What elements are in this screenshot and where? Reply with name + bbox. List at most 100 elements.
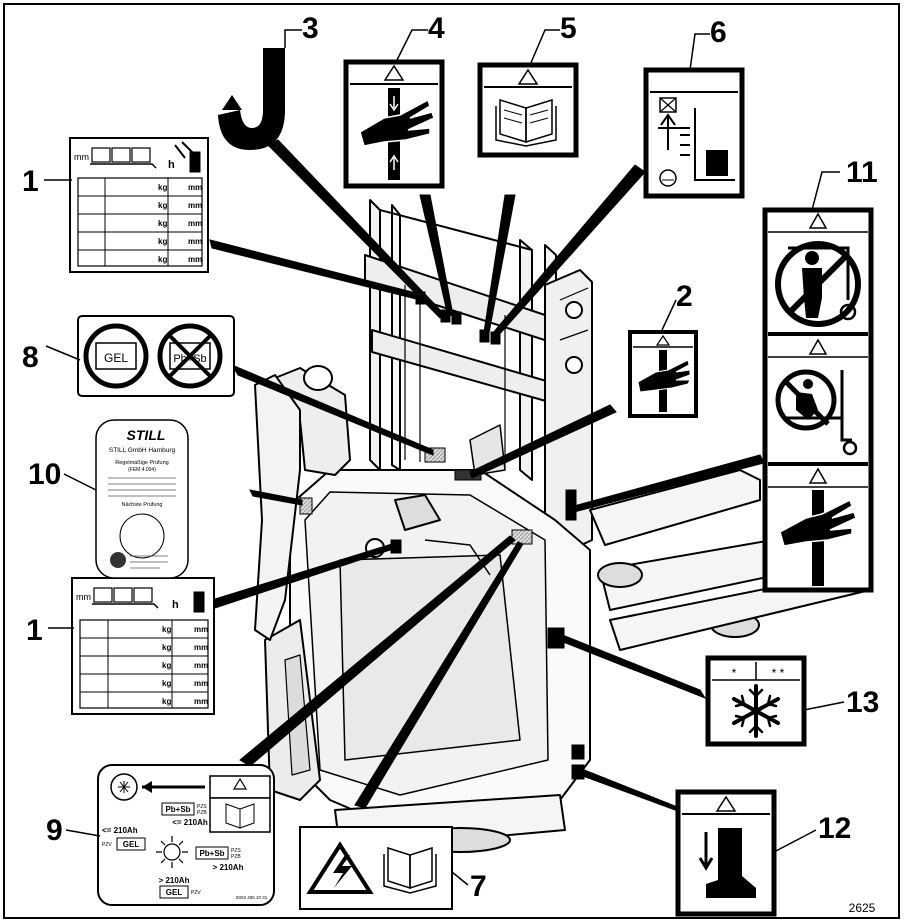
callout-2: 2 — [676, 280, 693, 313]
label-13-cold-store: * * * — [705, 655, 807, 747]
callout-10: 10 — [28, 458, 61, 491]
svg-text:kg: kg — [162, 625, 171, 634]
label-1-capacity-plate-top: mm h kg kg kg kg kg mm mm mm mm mm — [69, 137, 209, 273]
svg-text:kg: kg — [158, 201, 167, 210]
svg-text:kg: kg — [158, 255, 167, 264]
label-5-read-manual — [477, 62, 579, 158]
label-1-capacity-plate-bottom: mm h kg kg kg kg kg mm mm mm mm mm — [71, 577, 215, 715]
still-logo: STILL — [127, 427, 166, 443]
leader-lines — [209, 139, 765, 815]
prohibited-battery-icon — [157, 323, 223, 389]
svg-text:kg: kg — [158, 219, 167, 228]
svg-text:mm: mm — [188, 201, 202, 210]
charger-knob-icon — [110, 773, 138, 801]
label-11-warning-set — [762, 207, 874, 593]
warning-triangle-icon — [517, 68, 539, 85]
callout-1-bottom: 1 — [26, 614, 43, 647]
callout-7: 7 — [470, 870, 487, 903]
book-icon — [495, 98, 557, 147]
truck-chassis — [264, 469, 591, 853]
svg-text:PZB: PZB — [197, 810, 207, 816]
h-label: h — [168, 159, 175, 171]
svg-text:Pb+Sb: Pb+Sb — [199, 849, 224, 858]
warning-triangle-icon — [808, 212, 828, 229]
callout-1-top: 1 — [22, 165, 39, 198]
svg-text:mm: mm — [194, 697, 208, 706]
svg-text:GEL: GEL — [166, 888, 183, 897]
svg-text:h: h — [172, 599, 179, 611]
callout-4: 4 — [428, 12, 445, 45]
label-12-foot-crush-warning — [675, 789, 777, 917]
snowflake-icon — [732, 684, 780, 738]
kg-label: kg — [158, 183, 167, 192]
svg-text:<= 210Ah: <= 210Ah — [172, 818, 208, 827]
label-7-electrical-hazard — [299, 826, 453, 910]
hand-icon — [637, 359, 691, 393]
figure-id: 2625 — [849, 901, 876, 915]
svg-text:Nächste Prüfung: Nächste Prüfung — [122, 502, 163, 508]
svg-text:mm: mm — [188, 237, 202, 246]
label-8-battery-type: GEL Pb+Sb — [77, 315, 235, 397]
hand-crush-icon — [779, 490, 857, 586]
svg-text:kg: kg — [162, 679, 171, 688]
svg-text:> 210Ah: > 210Ah — [159, 876, 190, 885]
label-10-inspection-plate: STILL STILL GmbH Hamburg Regelmäßige Prü… — [95, 419, 189, 579]
callout-6: 6 — [710, 16, 727, 49]
svg-text:GEL: GEL — [104, 351, 128, 365]
callout-11: 11 — [846, 156, 878, 189]
callout-numbers: 1 2 3 4 5 6 7 8 9 10 11 12 13 1 — [22, 12, 879, 903]
label-2-hand-crush-warning — [628, 330, 698, 418]
svg-text:mm: mm — [194, 643, 208, 652]
mm-label: mm — [74, 152, 89, 162]
svg-text:mm: mm — [194, 661, 208, 670]
svg-text:PZS: PZS — [197, 804, 207, 810]
svg-text:PZV: PZV — [191, 890, 201, 896]
svg-text:GEL: GEL — [123, 840, 140, 849]
warning-triangle-icon — [383, 64, 405, 81]
gel-battery-icon — [83, 323, 149, 389]
book-icon — [383, 846, 437, 894]
callout-13: 13 — [846, 686, 879, 719]
svg-text:STILL GmbH Hamburg: STILL GmbH Hamburg — [109, 447, 176, 454]
label-9-battery-charging: Pb+Sb PZS PZB <= 210Ah <= 210Ah PZV GEL … — [97, 764, 275, 906]
svg-text:* *: * * — [772, 666, 785, 680]
boot-icon — [706, 828, 756, 898]
svg-text:*: * — [732, 666, 737, 680]
callout-8: 8 — [22, 341, 39, 374]
callout-3: 3 — [302, 12, 319, 45]
svg-text:kg: kg — [158, 237, 167, 246]
svg-text:Regelmäßige Prüfung: Regelmäßige Prüfung — [115, 460, 169, 466]
warning-triangle-icon — [808, 338, 828, 355]
label-6-lifting-point-label — [643, 67, 745, 199]
svg-text:PZB: PZB — [231, 854, 241, 860]
no-person-on-forks-icon — [775, 241, 861, 327]
warning-triangle-icon — [655, 334, 671, 346]
svg-text:Pb+Sb: Pb+Sb — [165, 805, 190, 814]
svg-text:mm: mm — [188, 183, 202, 192]
svg-text:(FEM 4.004): (FEM 4.004) — [128, 467, 156, 473]
svg-text:PZS: PZS — [231, 848, 241, 854]
hand-icon — [359, 98, 435, 147]
svg-text:kg: kg — [162, 661, 171, 670]
svg-text:PZV: PZV — [102, 842, 112, 848]
svg-text:<= 210Ah: <= 210Ah — [102, 826, 138, 835]
svg-text:mm: mm — [194, 679, 208, 688]
callout-5: 5 — [560, 12, 577, 45]
svg-text:kg: kg — [162, 697, 171, 706]
svg-text:mm: mm — [76, 592, 91, 602]
callout-9: 9 — [46, 814, 63, 847]
svg-text:5003 455 10 31: 5003 455 10 31 — [236, 895, 268, 900]
svg-text:mm: mm — [188, 255, 202, 264]
callout-12: 12 — [818, 812, 851, 845]
figure-border — [3, 3, 900, 919]
svg-text:mm: mm — [194, 625, 208, 634]
svg-text:mm: mm — [188, 219, 202, 228]
warning-triangle-icon — [715, 795, 737, 812]
label-4-hand-crush-warning — [343, 59, 445, 189]
pallet-stacker-truck — [254, 199, 871, 853]
warning-triangle-icon — [808, 467, 828, 484]
label-3-crane-hook-icon — [218, 48, 285, 150]
svg-text:kg: kg — [162, 643, 171, 652]
